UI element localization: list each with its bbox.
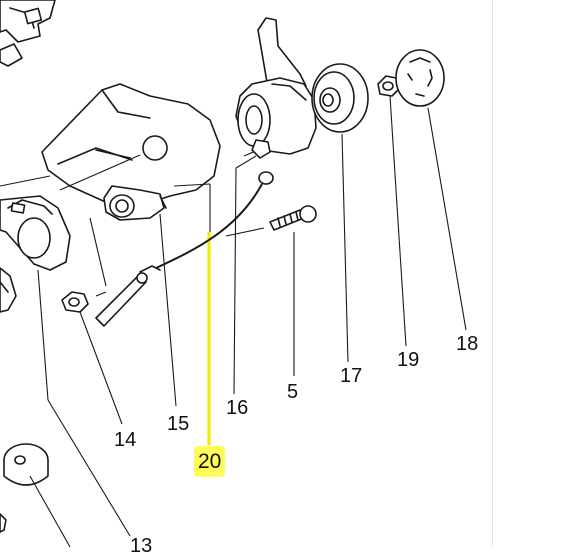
callout-leaders — [29, 95, 467, 547]
nut-14 — [61, 291, 89, 313]
screw-5 — [269, 205, 317, 231]
callout-5: 5 — [287, 381, 299, 403]
callout-15: 15 — [167, 413, 190, 435]
callout-14: 14 — [114, 429, 137, 451]
throttle-housing — [41, 83, 221, 221]
callout-19: 19 — [397, 349, 420, 371]
handlebar-bracket — [0, 195, 71, 313]
callout-13: 13 — [130, 535, 153, 557]
callout-18: 18 — [456, 333, 479, 355]
throttle-drum — [235, 17, 317, 159]
throttle-cable — [95, 171, 274, 327]
pulley-disc — [311, 63, 369, 133]
round-knob-13 — [0, 443, 49, 533]
callout-16: 16 — [226, 397, 249, 419]
callout-17: 17 — [340, 365, 363, 387]
cover-cap — [395, 49, 445, 107]
image-edge — [492, 0, 493, 547]
top-left-part-fragment — [0, 0, 56, 67]
callout-20-highlighted: 20 — [194, 446, 226, 477]
